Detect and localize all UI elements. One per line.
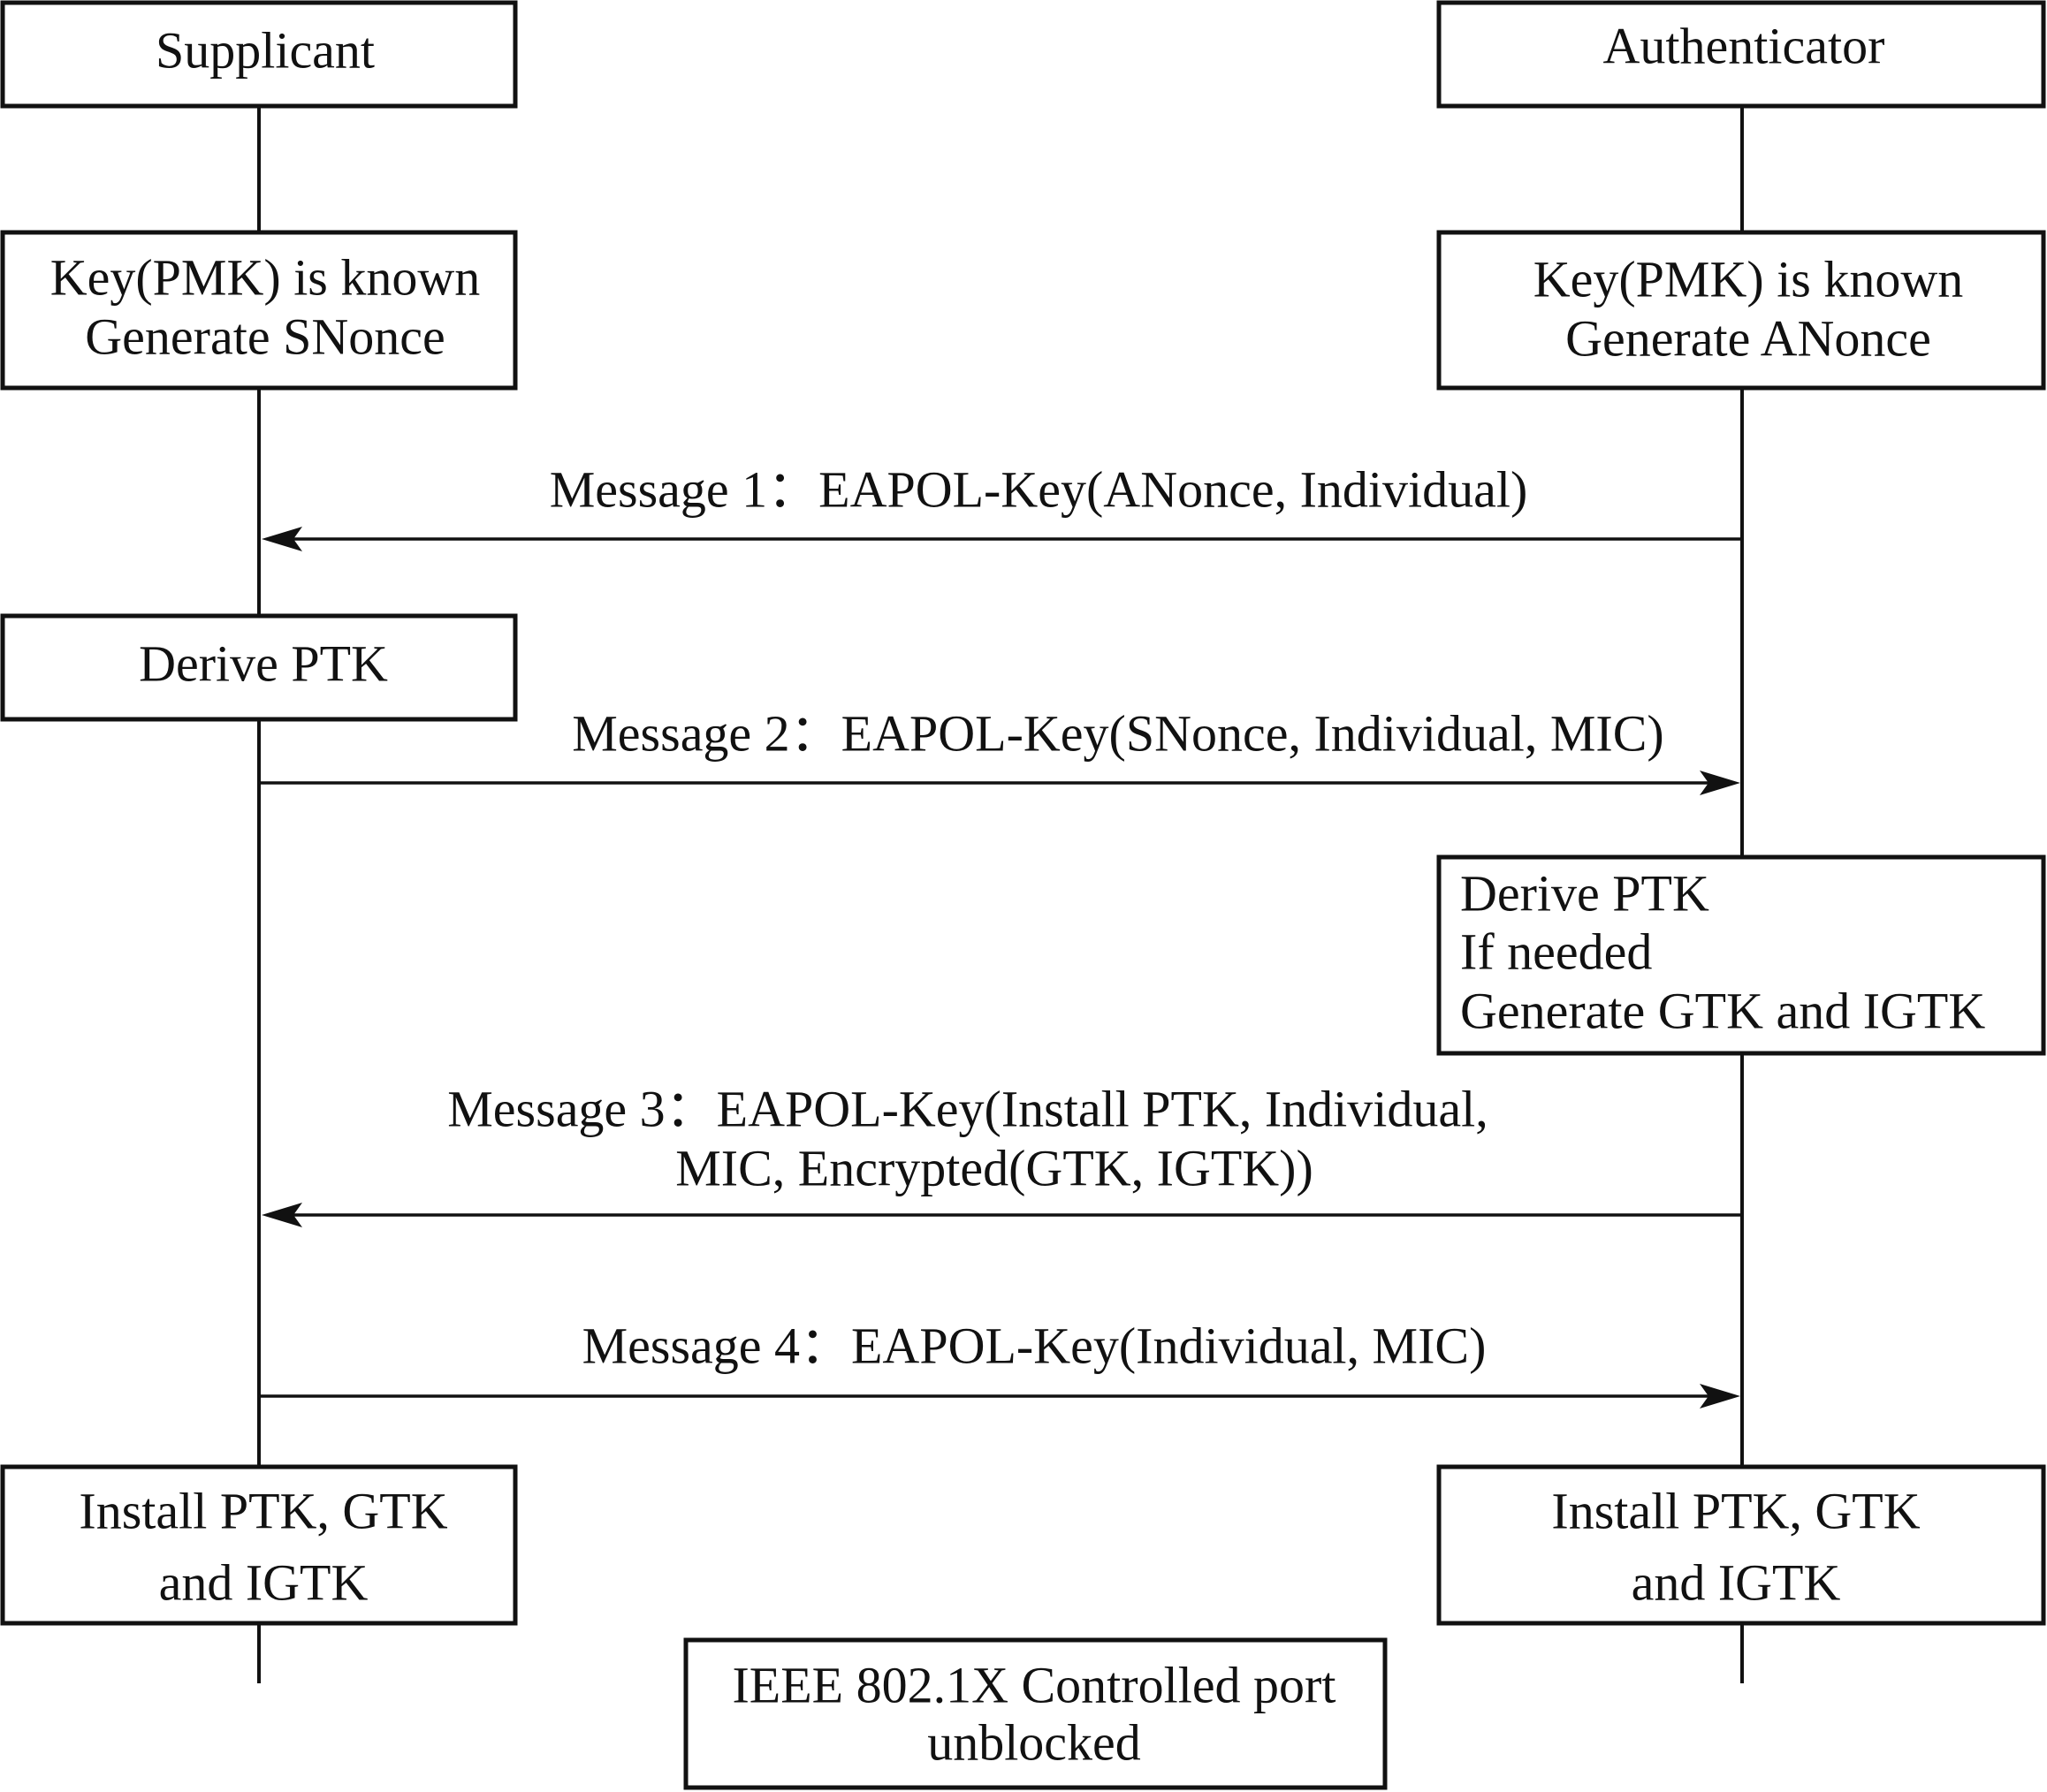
port-status-box: IEEE 802.1X Controlled port unblocked xyxy=(683,1637,1388,1790)
authenticator-label: Authenticator xyxy=(1603,17,1885,74)
authenticator-derive-line3: Generate GTK and IGTK xyxy=(1460,982,1985,1039)
supplicant-derive-label: Derive PTK xyxy=(139,634,388,692)
authenticator-install-line1: Install PTK, GTK xyxy=(1551,1482,1920,1539)
message-4-arrow: Message 4：EAPOL-Key(Individual, MIC) xyxy=(259,1317,1740,1409)
authenticator-init-line1: Key(PMK) is known xyxy=(1533,250,1964,308)
port-status-line1: IEEE 802.1X Controlled port xyxy=(732,1656,1335,1713)
authenticator-init-box: Key(PMK) is known Generate ANonce xyxy=(1436,230,2046,391)
supplicant-init-line2: Generate SNonce xyxy=(85,308,445,365)
supplicant-init-line1: Key(PMK) is known xyxy=(50,248,481,306)
supplicant-derive-box: Derive PTK xyxy=(0,613,518,722)
message-3-label-line2: MIC, Encrypted(GTK, IGTK)) xyxy=(675,1139,1313,1196)
authenticator-derive-line1: Derive PTK xyxy=(1460,864,1709,922)
message-2-arrow: Message 2：EAPOL-Key(SNonce, Individual, … xyxy=(259,704,1740,795)
authenticator-derive-line2: If needed xyxy=(1460,923,1652,980)
message-1-arrow: Message 1：EAPOL-Key(ANonce, Individual) xyxy=(262,460,1742,551)
message-1-label: Message 1：EAPOL-Key(ANonce, Individual) xyxy=(550,460,1528,518)
supplicant-install-line2: and IGTK xyxy=(159,1553,369,1611)
message-3-arrow: Message 3：EAPOL-Key(Install PTK, Individ… xyxy=(262,1080,1742,1227)
supplicant-init-box: Key(PMK) is known Generate SNonce xyxy=(0,230,518,391)
supplicant-install-line1: Install PTK, GTK xyxy=(79,1482,447,1539)
message-3-label-line1: Message 3：EAPOL-Key(Install PTK, Individ… xyxy=(447,1080,1488,1137)
supplicant-header-box: Supplicant xyxy=(0,0,518,109)
authenticator-init-line2: Generate ANonce xyxy=(1565,309,1931,367)
authenticator-derive-box: Derive PTK If needed Generate GTK and IG… xyxy=(1436,854,2046,1056)
authenticator-header-box: Authenticator xyxy=(1436,0,2046,109)
port-status-line2: unblocked xyxy=(927,1713,1141,1771)
authenticator-install-line2: and IGTK xyxy=(1632,1553,1841,1611)
supplicant-install-box: Install PTK, GTK and IGTK xyxy=(0,1464,518,1626)
supplicant-label: Supplicant xyxy=(156,21,375,79)
message-4-label: Message 4：EAPOL-Key(Individual, MIC) xyxy=(582,1317,1487,1374)
authenticator-install-box: Install PTK, GTK and IGTK xyxy=(1436,1464,2046,1626)
message-2-label: Message 2：EAPOL-Key(SNonce, Individual, … xyxy=(572,704,1664,762)
